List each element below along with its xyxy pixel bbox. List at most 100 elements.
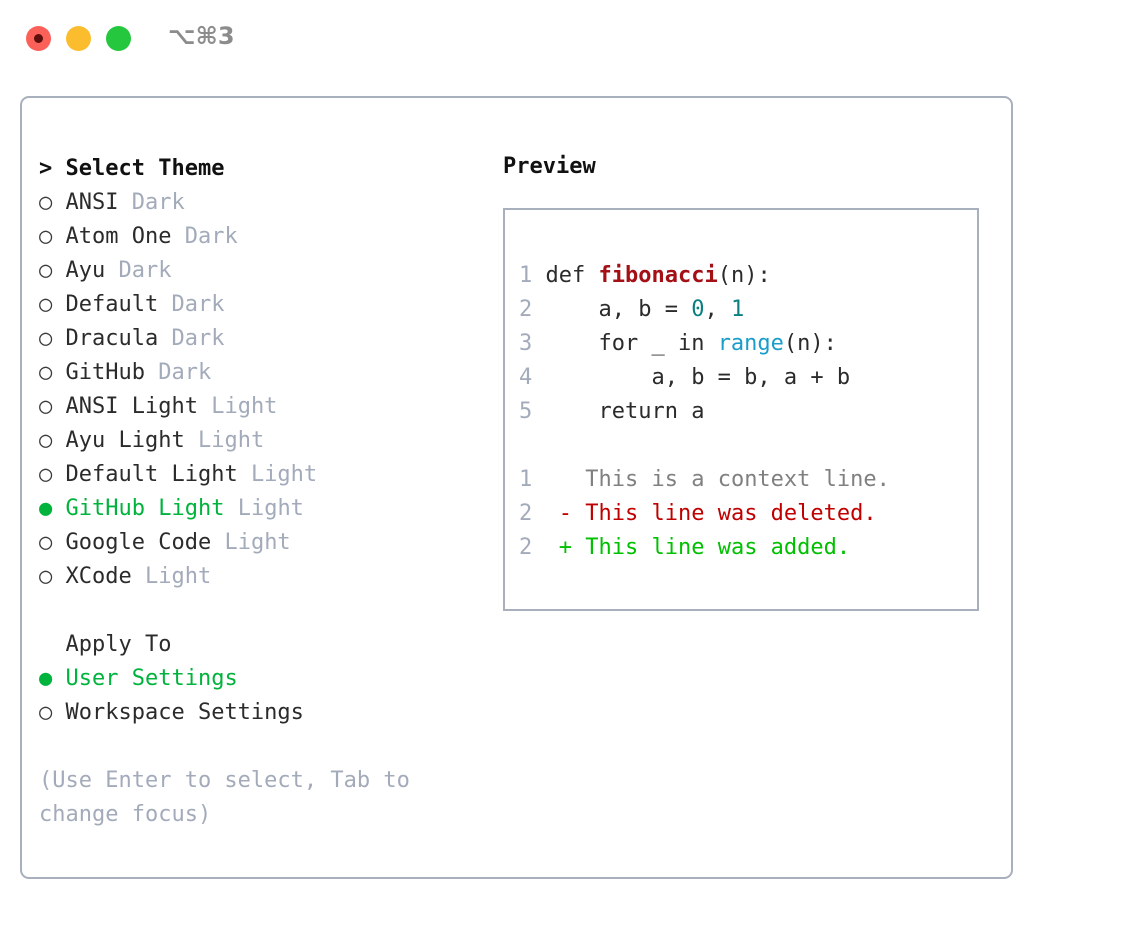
- theme-list-item[interactable]: ○ Ayu Dark: [39, 254, 489, 288]
- radio-selected-icon[interactable]: ●: [39, 666, 53, 691]
- apply-to-option[interactable]: ○ Workspace Settings: [39, 696, 489, 730]
- radio-icon[interactable]: ○: [39, 360, 53, 385]
- radio-icon[interactable]: ○: [39, 564, 53, 589]
- radio-icon[interactable]: ○: [39, 428, 53, 453]
- radio-icon[interactable]: ○: [39, 292, 53, 317]
- hint-line-1: (Use Enter to select, Tab to: [39, 768, 410, 793]
- theme-variant-tag: Dark: [184, 224, 238, 249]
- apply-to-label-text: Apply To: [65, 632, 172, 657]
- theme-name: Dracula: [65, 326, 159, 351]
- line-number: 5: [519, 399, 546, 424]
- minimize-button[interactable]: [66, 26, 91, 51]
- radio-icon[interactable]: ○: [39, 530, 53, 555]
- theme-name: GitHub: [65, 360, 145, 385]
- radio-icon[interactable]: ○: [39, 394, 53, 419]
- theme-list-item[interactable]: ○ Dracula Dark: [39, 322, 489, 356]
- maximize-button[interactable]: [106, 26, 131, 51]
- theme-list-item[interactable]: ○ ANSI Dark: [39, 186, 489, 220]
- diff-line: 2 + This line was added.: [519, 531, 969, 565]
- radio-icon[interactable]: ○: [39, 326, 53, 351]
- diff-marker: -: [558, 501, 586, 526]
- theme-list-item[interactable]: ○ Default Light Light: [39, 458, 489, 492]
- theme-list-item[interactable]: ○ GitHub Dark: [39, 356, 489, 390]
- header-label: Select Theme: [65, 156, 225, 181]
- diff-text: This line was added.: [585, 535, 851, 560]
- theme-picker-header: > Select Theme: [39, 152, 489, 186]
- theme-list-item[interactable]: ○ XCode Light: [39, 560, 489, 594]
- theme-variant-tag: Light: [224, 530, 291, 555]
- theme-name: Default Light: [65, 462, 238, 487]
- main-panel: > Select Theme ○ ANSI Dark○ Atom One Dar…: [20, 96, 1013, 879]
- code-line: 3 for _ in range(n):: [519, 327, 969, 361]
- theme-name: XCode: [65, 564, 132, 589]
- theme-variant-tag: Dark: [131, 190, 185, 215]
- code-token: def: [545, 263, 599, 288]
- code-line: 4 a, b = b, a + b: [519, 361, 969, 395]
- code-line: 1 def fibonacci(n):: [519, 259, 969, 293]
- theme-variant-tag: Dark: [171, 292, 225, 317]
- code-token: fibonacci: [598, 263, 718, 288]
- theme-name: Ayu Light: [65, 428, 185, 453]
- radio-selected-icon[interactable]: ●: [39, 496, 53, 521]
- diff-marker: +: [558, 535, 586, 560]
- apply-to-option-label: Workspace Settings: [65, 700, 304, 725]
- code-token: ,: [704, 297, 731, 322]
- theme-name: GitHub Light: [65, 496, 225, 521]
- theme-name: Google Code: [65, 530, 212, 555]
- theme-variant-tag: Dark: [118, 258, 172, 283]
- radio-icon[interactable]: ○: [39, 224, 53, 249]
- window-title: ⌥⌘3: [168, 22, 235, 50]
- radio-icon[interactable]: ○: [39, 462, 53, 487]
- apply-to-option-label: User Settings: [65, 666, 238, 691]
- hint-line-2: change focus): [39, 802, 212, 827]
- diff-text: This line was deleted.: [585, 501, 877, 526]
- apply-to-option[interactable]: ● User Settings: [39, 662, 489, 696]
- preview-pane: Preview 1 def fibonacci(n):2 a, b = 0, 1…: [503, 152, 993, 611]
- code-token: (n):: [717, 263, 771, 288]
- code-token: (n):: [783, 331, 837, 356]
- diff-text: This is a context line.: [585, 467, 890, 492]
- spacer: [519, 429, 969, 463]
- spacer: [39, 594, 489, 628]
- theme-name: Atom One: [65, 224, 172, 249]
- line-number: 3: [519, 331, 546, 356]
- radio-icon[interactable]: ○: [39, 258, 53, 283]
- diff-lines: 1 This is a context line. 2 - This line w…: [519, 463, 969, 565]
- theme-name: Default: [65, 292, 159, 317]
- spacer: [39, 730, 489, 764]
- title-bar: ⌥⌘3: [0, 0, 1140, 78]
- code-token: range: [717, 331, 784, 356]
- theme-list: ○ ANSI Dark○ Atom One Dark○ Ayu Dark○ De…: [39, 186, 489, 594]
- code-token: return a: [545, 399, 705, 424]
- theme-variant-tag: Light: [144, 564, 212, 589]
- theme-list-item[interactable]: ● GitHub Light Light: [39, 492, 489, 526]
- close-icon: [34, 34, 43, 43]
- apply-to-list: ● User Settings○ Workspace Settings: [39, 662, 489, 730]
- theme-list-item[interactable]: ○ Atom One Dark: [39, 220, 489, 254]
- theme-list-item[interactable]: ○ Default Dark: [39, 288, 489, 322]
- code-line: 2 a, b = 0, 1: [519, 293, 969, 327]
- code-token: for _ in: [545, 331, 718, 356]
- theme-variant-tag: Dark: [171, 326, 225, 351]
- code-line: 5 return a: [519, 395, 969, 429]
- code-token: a, b = b, a + b: [545, 365, 851, 390]
- radio-icon[interactable]: ○: [39, 700, 53, 725]
- theme-list-item[interactable]: ○ ANSI Light Light: [39, 390, 489, 424]
- radio-icon[interactable]: ○: [39, 190, 53, 215]
- theme-variant-tag: Light: [211, 394, 278, 419]
- theme-list-item[interactable]: ○ Ayu Light Light: [39, 424, 489, 458]
- theme-list-item[interactable]: ○ Google Code Light: [39, 526, 489, 560]
- preview-title: Preview: [503, 154, 596, 179]
- code-token: 0: [691, 297, 705, 322]
- theme-variant-tag: Light: [197, 428, 265, 453]
- line-number: 2: [519, 535, 559, 560]
- theme-variant-tag: Light: [250, 462, 318, 487]
- line-number: 1: [519, 467, 559, 492]
- diff-marker: [559, 467, 586, 492]
- apply-to-label: Apply To: [39, 628, 489, 662]
- theme-name: Ayu: [65, 258, 106, 283]
